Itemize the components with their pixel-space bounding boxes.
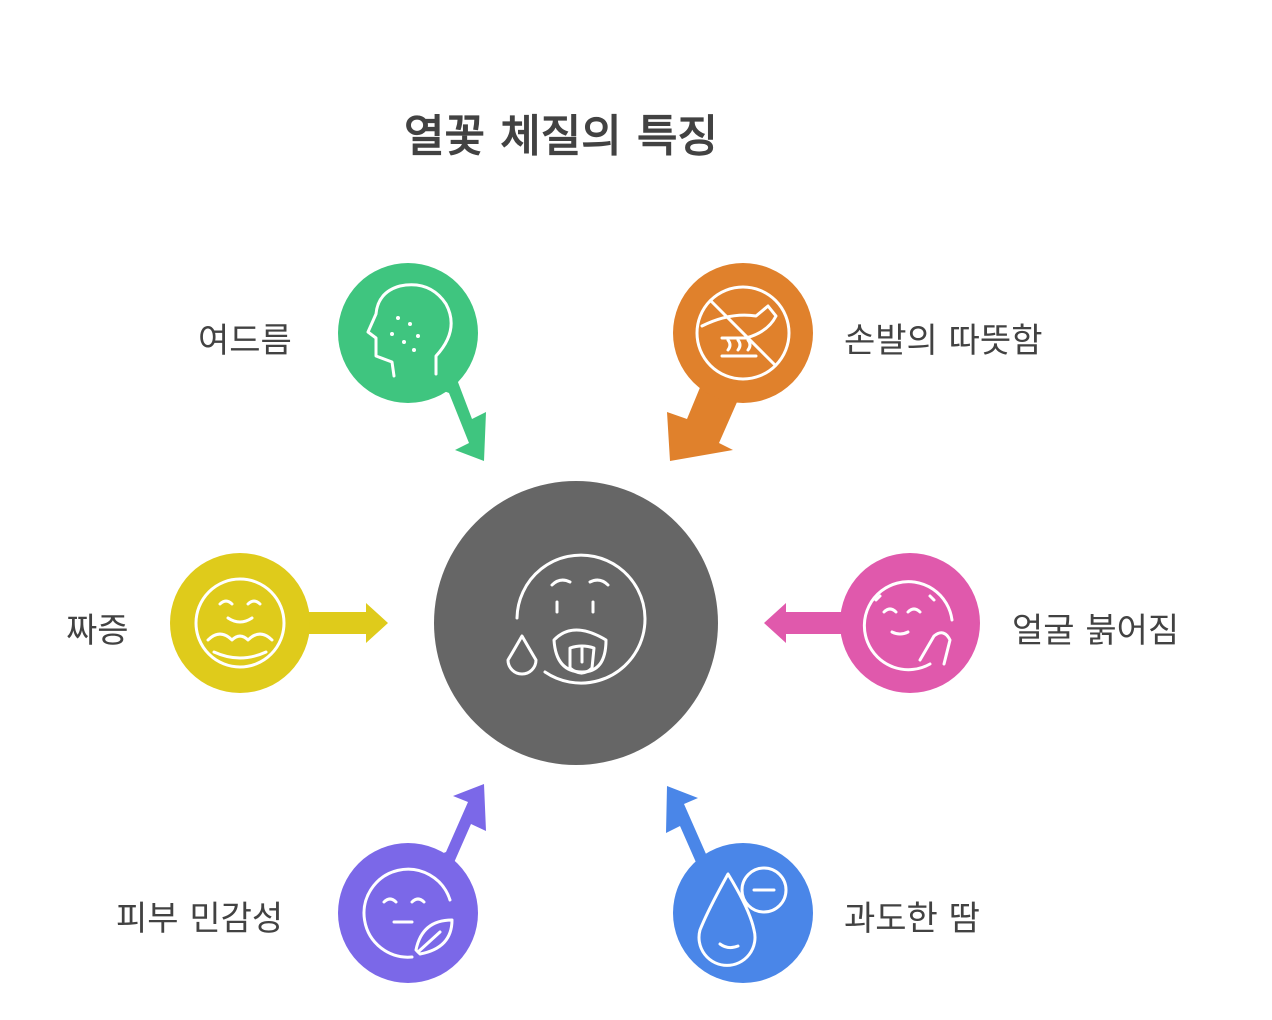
warm-hand-icon <box>695 285 791 381</box>
diagram-title: 열꽃 체질의 특징 <box>404 111 718 162</box>
label-irritation: 짜증 <box>66 611 129 651</box>
node-flushed-face <box>764 553 980 693</box>
sweat-drop-icon <box>697 866 788 967</box>
sensitive-skin-icon <box>362 867 454 959</box>
hot-face-tongue-icon <box>506 553 647 685</box>
label-flushed-face: 얼굴 붉어짐 <box>1012 611 1180 651</box>
irritated-face-icon <box>194 577 286 669</box>
label-sensitive-skin: 피부 민감성 <box>116 899 284 939</box>
node-excess-sweat <box>666 786 813 983</box>
label-excess-sweat: 과도한 땀 <box>844 899 980 939</box>
node-acne <box>338 263 486 461</box>
acne-face-icon <box>366 283 453 378</box>
flushed-face-icon <box>862 580 954 672</box>
label-warm-hands: 손발의 따뜻함 <box>844 321 1043 361</box>
node-sensitive-skin <box>338 784 486 983</box>
node-warm-hands <box>667 263 813 461</box>
center-node <box>434 481 718 765</box>
node-irritation <box>170 553 388 693</box>
label-acne: 여드름 <box>198 321 292 361</box>
